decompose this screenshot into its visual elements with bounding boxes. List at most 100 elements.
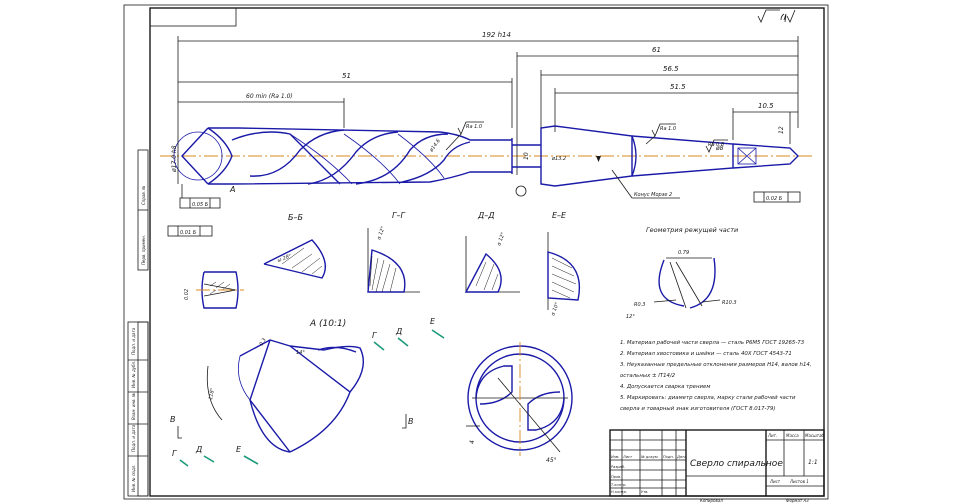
drill-body [173,125,799,187]
tb-name: Сверло спиральное [690,459,783,469]
note-5: 5. Маркировать: диаметр сверла, марку ст… [620,395,796,401]
d03-text: 0.3 [259,337,268,347]
runout-frame-a: 0.05 Б [179,184,221,209]
note-2: 2. Материал хвостовика и шейки — сталь 4… [620,351,792,357]
note-1: 1. Материал рабочей части сверла — сталь… [620,340,805,346]
dim-tang-text: ø8 [715,145,724,152]
technical-notes: 1. Материал рабочей части сверла — сталь… [620,340,812,412]
mark-d-1: Д [195,445,202,454]
dim-overall: 192 h14 [177,31,799,128]
taper-text: Конус Морзе 2 [634,192,672,198]
dim-d4: 4 [469,440,476,444]
mark-d-2: Д [395,327,402,336]
tb-row-list: Лист [622,455,633,459]
stamp-text-1: Перв. примен. [141,235,146,265]
roughness-symbol: √Ra 6.3 (√) [757,9,796,23]
stamp-text-4: Инв. № дубл. [131,361,136,388]
ra-a-text: Ra 1.0 [466,124,482,130]
stamp-text-3: Подп. и дата [131,327,136,355]
note-3: 3. Неуказанные предельные отклонения раз… [620,362,812,368]
angle-e-text: α 10° [550,301,561,316]
section-bb: Б–Б ω 28° [263,213,326,279]
angle-118: 118° [208,387,216,400]
section-gg: Г–Г α 12° [367,211,420,293]
ang12-text: 12° [626,314,635,320]
stamp-text-6: Подп. и дата [131,424,136,452]
runout-c-text: 0.02 Б [766,196,783,202]
ra-c-text: Ra 0.8 [708,142,724,148]
mark-e-1: Е [236,445,242,454]
r03-text: R0.3 [634,302,645,308]
dim-d10: 10 [523,152,530,160]
format-label: Формат A3 [786,498,809,503]
dim-515: 51.5 [554,83,798,132]
dim-dia-text: ø17.0 h8 [171,145,178,173]
section-dd-label: Д–Д [477,211,495,220]
tb-row-date: Дата [676,455,686,459]
ra-callout-a: Ra 1.0 [445,121,484,151]
dim-51-text: 51 [342,72,351,80]
section-dd: Д–Д α 12° [464,211,520,293]
dim-565-text: 56.5 [663,65,679,73]
dim-61: 61 [516,46,798,175]
tb-sheet: Лист [769,479,781,484]
ang79-text: 0.79 [678,250,689,256]
detail-a-label: А (10:1) [309,319,346,329]
dim-105: 10.5 [732,102,798,140]
tb-scale: 1:1 [808,459,818,466]
geometry-title: Геометрия режущей части [646,226,738,234]
stamp-text-7: Инв. № подл. [131,464,136,492]
angle-h-text: ω 28° [277,253,293,264]
dim-51: 51 [178,72,513,128]
tb-role-1: Разраб. [611,465,625,469]
mark-g-1: Г [172,449,177,458]
inner-frame [149,7,825,497]
taper-callout: Конус Морзе 2 [611,169,680,199]
top-code-box [149,7,237,27]
title-block: Сверло спиральное Лит. Масса Масштаб 1:1… [609,429,825,497]
mark-g-2: Г [372,331,377,340]
angle-g-text: α 12° [376,225,387,240]
dim-flute-text: 60 min (Ra 1.0) [246,93,293,100]
tb-role-3: Т.контр. [611,483,627,487]
tb-lit: Лит. [767,433,777,438]
datum-triangle [596,156,601,162]
end-view: 45° 4 [466,342,573,464]
detail-a: А (10:1) 118° 0.3 14° В В Г Д Е Г Д Е [170,317,445,467]
mark-b-right: В [408,417,414,426]
copied-label: Копировал [700,498,723,503]
note-4: 4. Допускается сварка трением [620,384,710,390]
dim-515-text: 51.5 [670,83,686,91]
note-3b: остальных ± IT14/2 [620,373,676,379]
runout-a-text: 0.05 Б [192,202,209,208]
mark-e-2: Е [430,317,436,326]
ra-callout-b: Ra 1.0 [645,123,676,145]
tb-scale-hdr: Масштаб [805,433,825,438]
tb-role-2: Пров. [611,475,621,479]
dim-d002: 0.02 [184,289,190,300]
cutting-geometry: Геометрия режущей части 0.79 R0.3 R10.3 … [626,226,738,320]
dim-overall-text: 192 h14 [482,31,511,39]
left-stamp: Перв. примен. Справ. № Подп. и дата Инв.… [127,149,149,497]
section-bb-label: Б–Б [288,213,303,222]
section-ee: Е–Е α 10° [547,211,580,317]
stamp-text-5: Взам. инв. № [131,393,136,420]
tb-mass: Масса [786,433,799,438]
dim-flute: 60 min (Ra 1.0) [178,93,345,128]
runout-frame-c: 0.02 Б [753,191,801,203]
tb-row-doc: № докум. [640,455,659,459]
section-ee-label: Е–Е [552,211,567,220]
ra-callout-c: Ra 0.8 [705,139,728,153]
mark-b-left: В [170,415,176,424]
stamp-text-2: Справ. № [141,186,146,205]
tb-role-5: Утв. [641,490,649,494]
mark-a: А [229,185,235,194]
angle-d-text: α 12° [496,231,507,246]
tb-row-sign: Подп. [663,455,674,459]
dim-d12: 12 [778,126,785,134]
angle-45: 45° [546,457,557,464]
tb-role-4: Н.контр. [611,490,627,494]
dim-neck: ø14.6 [428,138,442,154]
runout-frame-b: 0.01 Б [167,225,213,237]
